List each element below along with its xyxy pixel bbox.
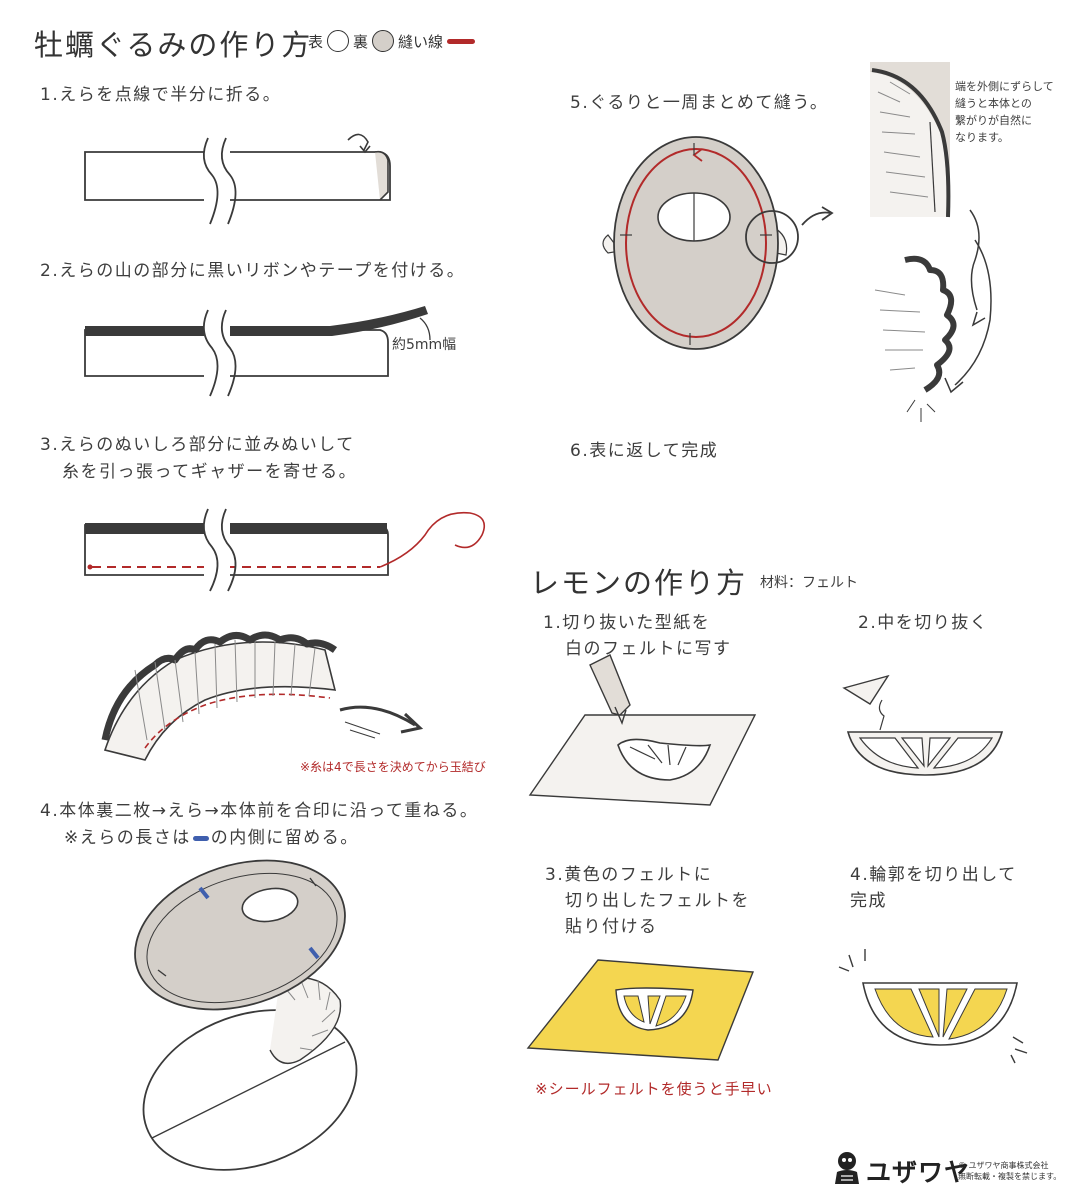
oyster-step2: 2.えらの山の部分に黒いリボンやテープを付ける。: [40, 261, 466, 281]
legend-back-label: 裏: [353, 32, 369, 51]
lemon-material: 材料：フェルト: [760, 575, 858, 591]
oyster-step4-line1: 4.本体裏二枚→えら→本体前を合印に沿って重ねる。: [40, 801, 479, 821]
legend-seam-label: 縫い線: [398, 32, 444, 51]
legend-seam-line-icon: [447, 38, 476, 44]
legend: 表 裏 縫い線: [308, 30, 476, 52]
blue-mark-icon: [192, 835, 209, 841]
yellow-felt-illustration: [526, 959, 755, 1061]
oyster-step4-line2-b: の内側に留める。: [210, 828, 359, 848]
turned-edge-illustration: [874, 209, 992, 422]
copyright-line1: © ユザワヤ商事株式会社: [958, 1161, 1049, 1170]
oyster-title: 牡蠣ぐるみの作り方: [34, 28, 313, 62]
oyster-step4-line2: ※えらの長さはの内側に留める。: [64, 825, 359, 852]
sewing-illustration: [602, 136, 834, 350]
lemon-step4-line2: 完成: [850, 891, 887, 911]
oyster-step3-line2: 糸を引っ張ってギャザーを寄せる。: [62, 462, 358, 482]
gather-stitch-illustration: [84, 508, 486, 592]
yuzawaya-logo: ユザワヤ: [866, 1158, 971, 1187]
lemon-step1-line2: 白のフェルトに写す: [565, 639, 732, 659]
lemon-title: レモンの作り方: [530, 566, 748, 600]
lemon-step3-line2: 切り出したフェルトを: [565, 891, 750, 911]
oyster-step3-line1: 3.えらのぬいしろ部分に並みぬいして: [40, 435, 355, 455]
oyster-step4-line2-a: ※えらの長さは: [64, 828, 191, 848]
legend-back-circle-icon: [372, 30, 395, 52]
trace-template-illustration: [528, 654, 757, 806]
side-note-line3: 繋がりが自然に: [955, 114, 1032, 127]
ribbon-width-label: 約5mm幅: [392, 337, 457, 353]
oyster-step1: 1.えらを点線で半分に折る。: [40, 85, 282, 105]
finished-lemon-illustration: [838, 949, 1028, 1064]
seam-detail-illustration: [870, 62, 951, 218]
lemon-step3-line1: 3.黄色のフェルトに: [545, 865, 713, 885]
cut-inside-illustration: [842, 674, 1004, 776]
seal-felt-note: ※シールフェルトを使うと手早い: [535, 1080, 773, 1098]
copyright-line2: 無断転載・複製を禁じます。: [958, 1172, 1062, 1181]
lemon-step3-line3: 貼り付ける: [565, 917, 658, 937]
seam-side-note: 端を外側にずらして 縫うと本体との 繋がりが自然に なります。: [955, 78, 1054, 146]
lemon-step2: 2.中を切り抜く: [858, 613, 989, 633]
yuzawaya-mascot-icon: [835, 1152, 859, 1184]
copyright: © ユザワヤ商事株式会社 無断転載・複製を禁じます。: [958, 1160, 1061, 1182]
ribbon-strip-illustration: [84, 306, 431, 397]
side-note-line2: 縫うと本体との: [955, 97, 1032, 110]
lemon-step4-line1: 4.輪郭を切り出して: [850, 865, 1017, 885]
legend-front-circle-icon: [327, 30, 350, 52]
oyster-step6: 6.表に返して完成: [570, 441, 719, 461]
side-note-line1: 端を外側にずらして: [955, 80, 1054, 93]
gathered-frill-illustration: [101, 631, 424, 761]
thread-note: ※糸は4で長さを決めてから玉結び: [300, 760, 486, 774]
lemon-step1-line1: 1.切り抜いた型紙を: [543, 613, 711, 633]
legend-front-label: 表: [308, 32, 324, 51]
folded-strip-illustration: [84, 133, 391, 225]
oyster-step5: 5.ぐるりと一周まとめて縫う。: [570, 93, 829, 113]
layering-illustration: [134, 859, 358, 1171]
side-note-line4: なります。: [955, 131, 1009, 144]
